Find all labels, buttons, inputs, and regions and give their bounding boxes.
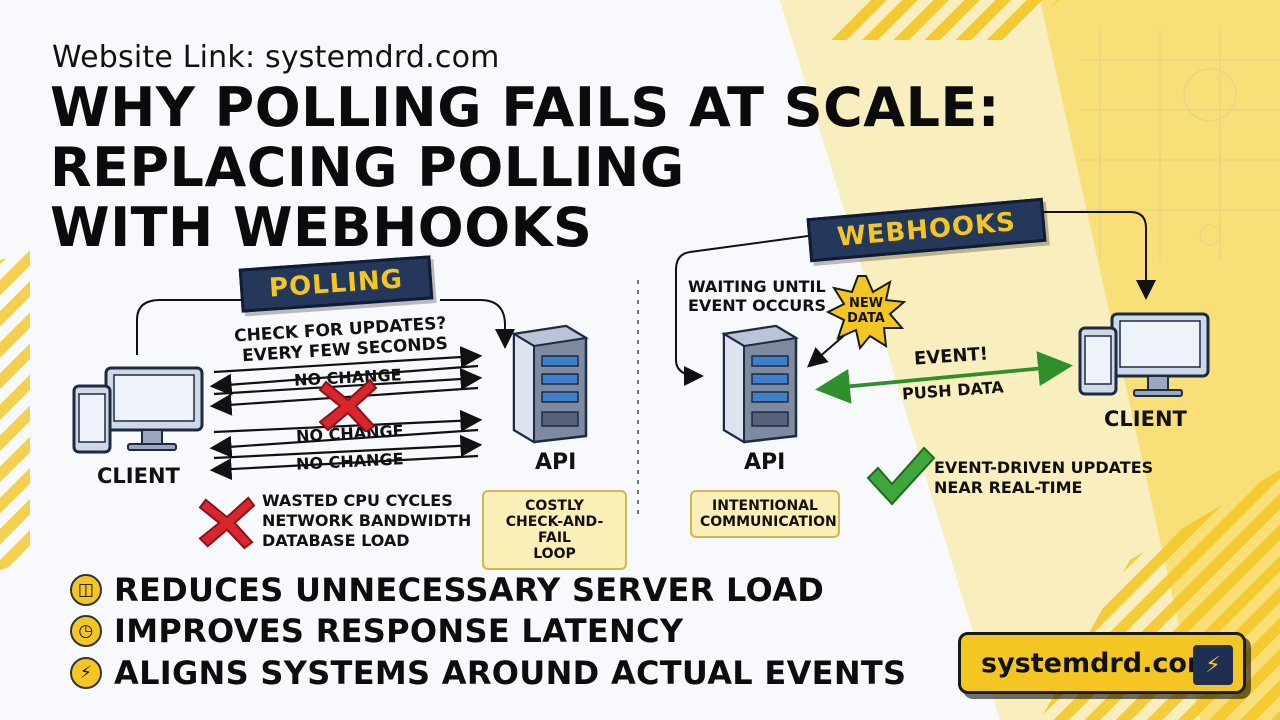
red-x-icon xyxy=(198,496,256,550)
new-data-line-1: NEW xyxy=(848,296,884,311)
cost-item-3: DATABASE LOAD xyxy=(262,531,410,550)
bullet-item-3: ⚡ ALIGNS SYSTEMS AROUND ACTUAL EVENTS xyxy=(70,652,906,694)
bullet-text-3: ALIGNS SYSTEMS AROUND ACTUAL EVENTS xyxy=(114,654,907,692)
benefit-line-1: EVENT-DRIVEN UPDATES xyxy=(934,458,1154,477)
title-line-1: WHY POLLING FAILS AT SCALE: xyxy=(50,76,1000,139)
lightning-icon: ⚡ xyxy=(70,657,102,689)
bullet-item-1: ◫ REDUCES UNNECESSARY SERVER LOAD xyxy=(70,570,906,610)
cost-item-2: NETWORK BANDWIDTH xyxy=(262,511,472,530)
event-driven-benefits: EVENT-DRIVEN UPDATES NEAR REAL-TIME xyxy=(934,458,1153,498)
green-check-icon xyxy=(866,446,936,506)
brand-logo-icon: ⚡ xyxy=(1193,645,1233,685)
bullet-item-2: ◷ IMPROVES RESPONSE LATENCY xyxy=(70,610,906,652)
note-line-1: COSTLY xyxy=(525,498,584,514)
intentional-communication-note: INTENTIONAL COMMUNICATION xyxy=(690,490,840,538)
costly-loop-note: COSTLY CHECK-AND-FAIL LOOP xyxy=(482,490,627,570)
brand-badge: systemdrd.com ⚡ xyxy=(958,632,1246,694)
website-link: Website Link: systemdrd.com xyxy=(52,40,500,75)
new-data-line-2: DATA xyxy=(847,311,885,326)
cost-item-1: WASTED CPU CYCLES xyxy=(262,491,453,510)
new-data-starburst xyxy=(826,275,906,350)
gauge-icon: ◷ xyxy=(70,615,102,647)
bullet-text-2: IMPROVES RESPONSE LATENCY xyxy=(114,612,684,650)
benefit-line-2: NEAR REAL-TIME xyxy=(934,478,1083,497)
push-data-arrow xyxy=(815,351,1073,404)
webhook-client-devices-icon xyxy=(1078,312,1210,397)
polling-loop-line xyxy=(136,290,515,355)
title-line-3: WITH WEBHOOKS xyxy=(50,196,593,259)
client-devices-icon xyxy=(72,366,204,454)
webhook-api-label: API xyxy=(744,450,786,475)
red-x-icon xyxy=(318,378,378,432)
brand-text: systemdrd.com xyxy=(981,647,1216,679)
webhook-api-server-icon xyxy=(721,324,799,444)
bullet-text-1: REDUCES UNNECESSARY SERVER LOAD xyxy=(114,571,825,609)
key-benefits-list: ◫ REDUCES UNNECESSARY SERVER LOAD ◷ IMPR… xyxy=(70,570,906,694)
webhook-client-label: CLIENT xyxy=(1104,407,1187,431)
note-line-1: INTENTIONAL xyxy=(712,498,818,514)
note-line-2: COMMUNICATION xyxy=(700,514,837,530)
new-data-text: NEW DATA xyxy=(838,296,894,326)
waiting-line-1: WAITING UNTIL xyxy=(688,277,826,296)
note-line-2: CHECK-AND-FAIL xyxy=(505,514,604,546)
waiting-text: WAITING UNTIL EVENT OCCURS xyxy=(688,277,826,315)
database-icon: ◫ xyxy=(70,574,102,606)
waiting-line-2: EVENT OCCURS xyxy=(688,296,827,315)
title-line-2: REPLACING POLLING xyxy=(50,136,685,199)
page-title: WHY POLLING FAILS AT SCALE: REPLACING PO… xyxy=(50,78,1000,258)
polling-costs-list: WASTED CPU CYCLES NETWORK BANDWIDTH DATA… xyxy=(262,491,478,551)
polling-arrows xyxy=(209,346,483,481)
note-line-3: LOOP xyxy=(533,546,576,562)
polling-client-label: CLIENT xyxy=(97,464,180,488)
polling-api-label: API xyxy=(535,450,577,475)
api-server-icon xyxy=(511,324,589,444)
